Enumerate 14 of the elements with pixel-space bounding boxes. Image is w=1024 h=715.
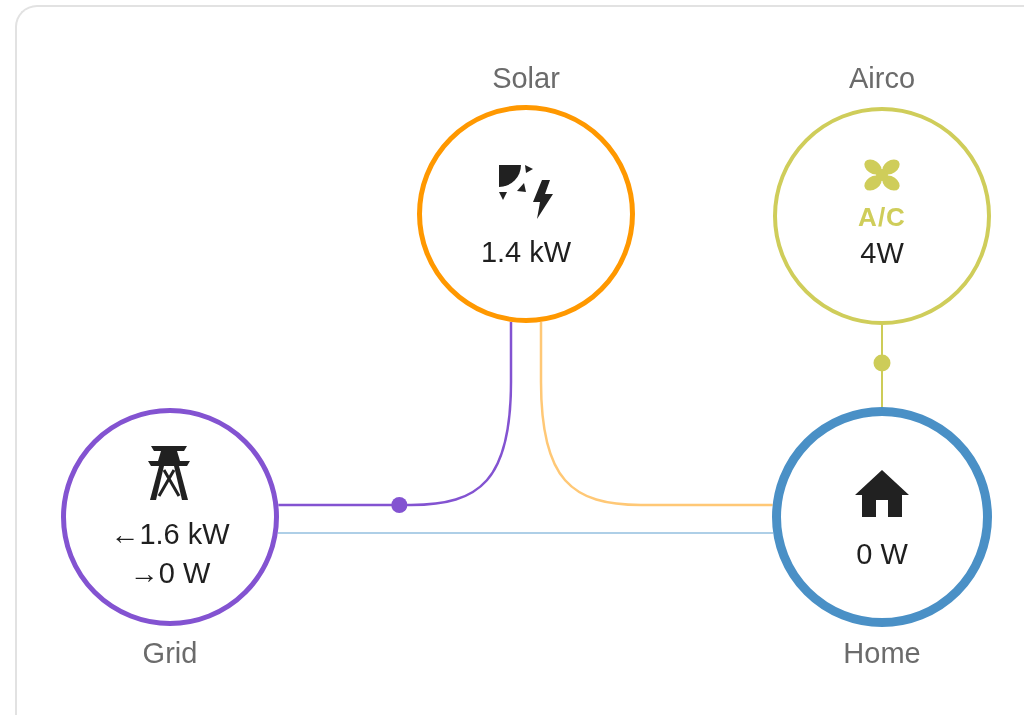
power-value: 0 W <box>856 537 908 571</box>
power-value: 1.4 kW <box>480 235 572 269</box>
node-label: Solar <box>492 61 560 96</box>
node-label: Home <box>843 636 921 671</box>
power-value: ←1.6 kW <box>110 517 230 551</box>
node-label: Grid <box>142 636 198 671</box>
flow-line <box>277 532 774 534</box>
flow-line <box>881 324 883 408</box>
node-label: Airco <box>848 61 916 96</box>
power-value: →0 W <box>129 556 211 590</box>
unit-label: A/C <box>858 202 906 232</box>
flow-line <box>539 321 773 507</box>
flow-line <box>278 321 513 507</box>
power-value: 4W <box>860 236 904 270</box>
